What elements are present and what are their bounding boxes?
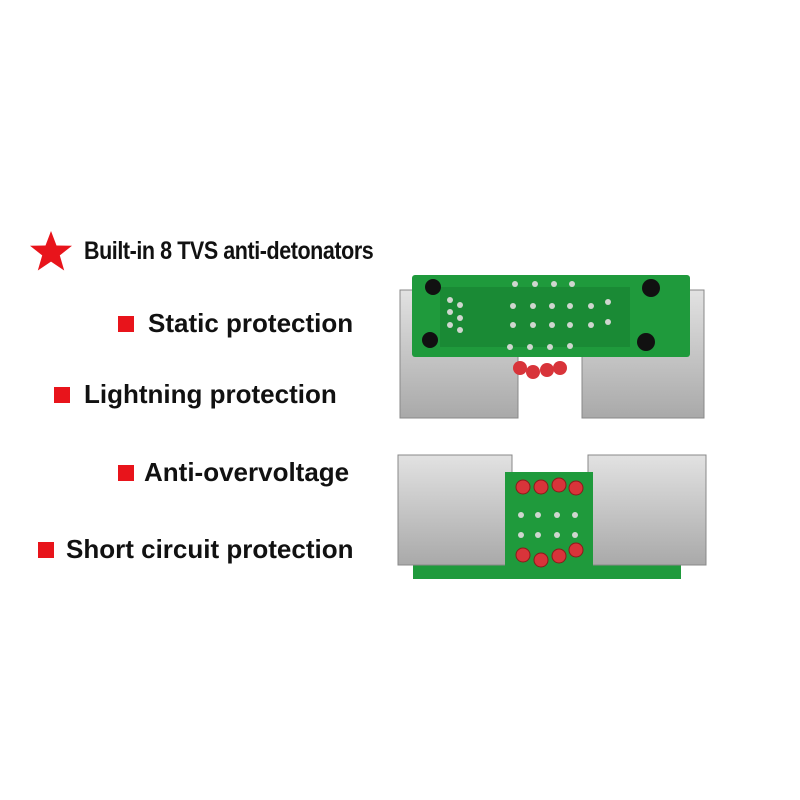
star-icon: [30, 231, 72, 271]
module-bottom-view: [397, 454, 707, 579]
square-bullet-icon: [54, 386, 70, 403]
square-bullet-icon: [118, 464, 134, 481]
module-top-view: [399, 275, 705, 419]
square-bullet-icon: [118, 315, 134, 332]
square-bullet-icon: [38, 541, 54, 558]
headline: Built-in 8 TVS anti-detonators: [28, 230, 420, 272]
feature-text: Static protection: [148, 308, 354, 338]
feature-overvoltage: Anti-overvoltage: [118, 457, 349, 488]
headline-text: Built-in 8 TVS anti-detonators: [84, 236, 374, 265]
feature-text: Anti-overvoltage: [144, 457, 350, 487]
feature-text: Lightning protection: [84, 379, 337, 409]
feature-static: Static protection: [118, 308, 353, 339]
feature-short-circuit: Short circuit protection: [38, 534, 353, 565]
feature-text: Short circuit protection: [66, 534, 354, 564]
feature-lightning: Lightning protection: [54, 379, 337, 410]
